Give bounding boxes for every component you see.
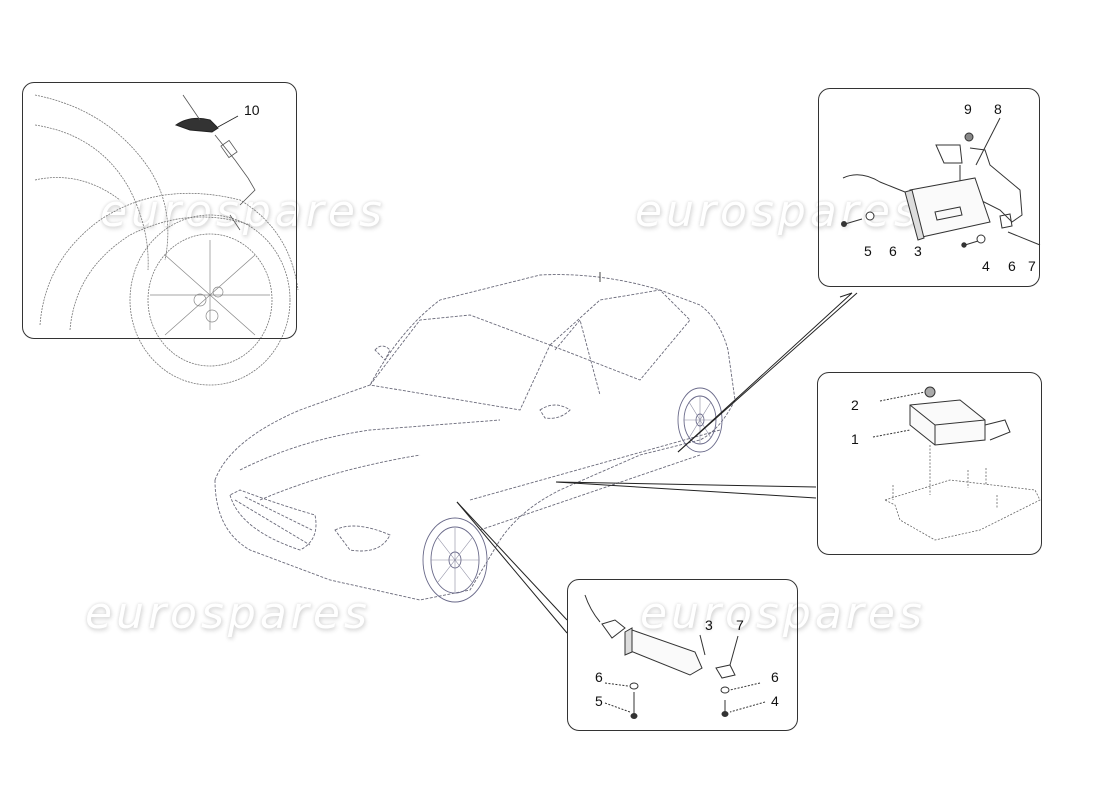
callout-4: 4 bbox=[982, 258, 990, 274]
callout-10: 10 bbox=[244, 102, 260, 118]
callout-8: 8 bbox=[994, 101, 1002, 117]
callout-6a: 6 bbox=[889, 243, 897, 259]
panel-control-unit: 2 1 bbox=[817, 372, 1042, 555]
panel-rear-receiver: 9 8 5 6 3 4 6 7 bbox=[818, 88, 1040, 287]
callout-3: 3 bbox=[914, 243, 922, 259]
callout-6b: 6 bbox=[771, 669, 779, 685]
callout-1: 1 bbox=[851, 431, 859, 447]
panel-wheel-sensor: 10 bbox=[22, 82, 297, 339]
callout-9: 9 bbox=[964, 101, 972, 117]
panel-front-receiver: 3 7 6 5 6 4 bbox=[567, 579, 798, 731]
callout-6b: 6 bbox=[1008, 258, 1016, 274]
callout-5: 5 bbox=[864, 243, 872, 259]
callout-4: 4 bbox=[771, 693, 779, 709]
callout-6a: 6 bbox=[595, 669, 603, 685]
callout-7: 7 bbox=[736, 617, 744, 633]
callout-3: 3 bbox=[705, 617, 713, 633]
callout-2: 2 bbox=[851, 397, 859, 413]
callout-5: 5 bbox=[595, 693, 603, 709]
callout-7: 7 bbox=[1028, 258, 1036, 274]
